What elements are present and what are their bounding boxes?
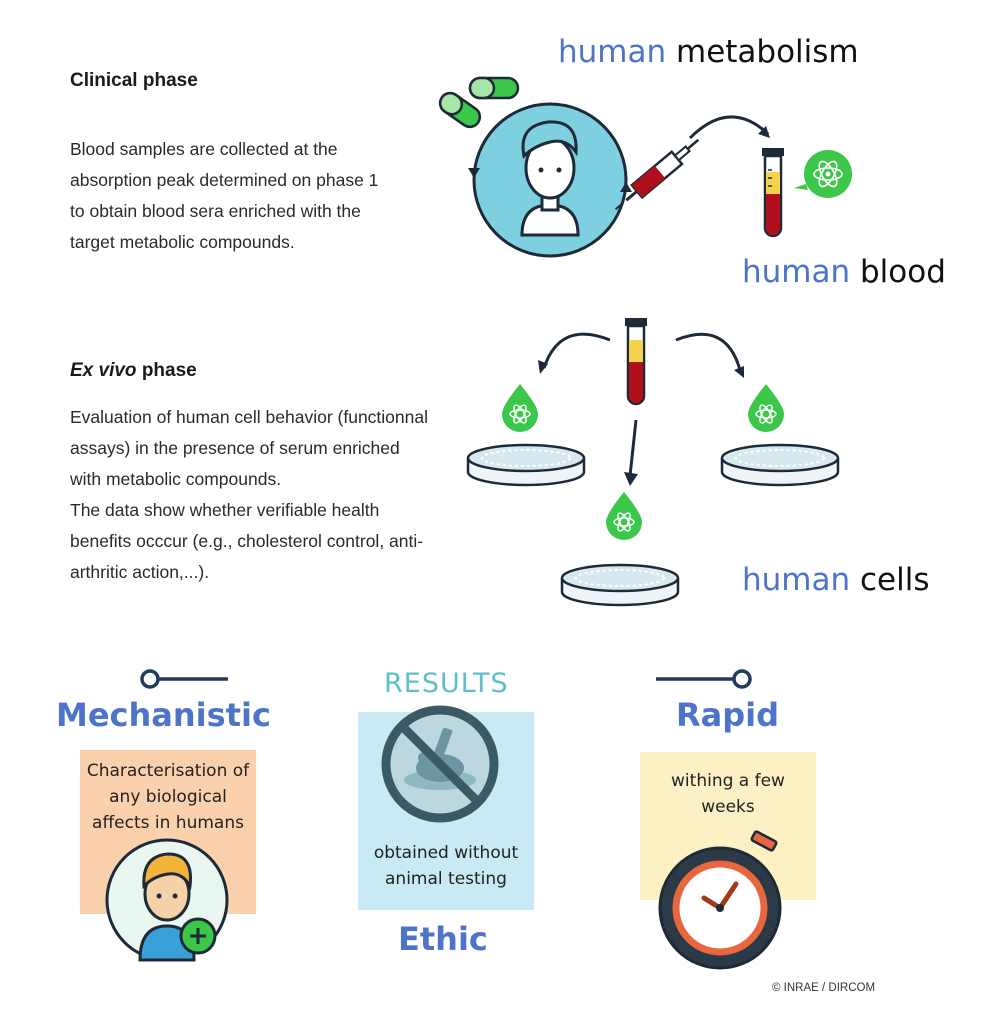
atom-icon xyxy=(502,384,538,432)
petri-dish-icon xyxy=(466,443,586,487)
exvivo-phase-heading: Ex vivo phase xyxy=(70,360,197,382)
label-human-cells: human cells xyxy=(742,562,930,598)
person-icon xyxy=(468,102,632,258)
ethic-title: Ethic xyxy=(398,920,488,958)
credit-text: © INRAE / DIRCOM xyxy=(772,982,876,994)
label-metabolism-rest: metabolism xyxy=(666,34,859,70)
label-blood-rest: blood xyxy=(850,254,946,290)
ethic-note: obtained without animal testing xyxy=(373,843,519,889)
test-tube-icon xyxy=(762,148,784,238)
rapid-note: withing a few weeks xyxy=(671,771,785,817)
atom-icon xyxy=(748,384,784,432)
clock-icon xyxy=(658,830,782,970)
petri-dish-icon xyxy=(560,563,680,607)
label-cells-blue: human xyxy=(742,562,851,598)
exvivo-heading-italic: Ex vivo xyxy=(70,360,137,381)
label-human-blood: human blood xyxy=(742,254,946,290)
mechanistic-note: Characterisation of any biological affec… xyxy=(86,761,250,833)
exvivo-phase-text: Evaluation of human cell behavior (funct… xyxy=(70,407,428,582)
petri-dish-icon xyxy=(720,443,840,487)
plus-icon xyxy=(179,917,217,955)
no-animal-testing-icon xyxy=(381,705,499,823)
clinical-phase-text: Blood samples are collected at the absor… xyxy=(70,139,379,252)
clinical-phase-heading: Clinical phase xyxy=(70,70,198,91)
exvivo-heading-rest: phase xyxy=(136,360,197,381)
results-title: RESULTS xyxy=(384,668,509,699)
label-metabolism-blue: human xyxy=(558,34,667,70)
label-blood-blue: human xyxy=(742,254,851,290)
rapid-title: Rapid xyxy=(676,696,780,734)
capsule-icon xyxy=(468,76,520,100)
atom-icon xyxy=(794,150,852,198)
atom-icon xyxy=(606,492,642,540)
label-cells-rest: cells xyxy=(850,562,930,598)
mechanistic-title: Mechanistic xyxy=(56,696,271,734)
label-human-metabolism: human metabolism xyxy=(558,34,859,70)
syringe-icon xyxy=(614,138,700,211)
test-tube-icon xyxy=(625,318,647,406)
capsule-icon xyxy=(438,91,482,129)
